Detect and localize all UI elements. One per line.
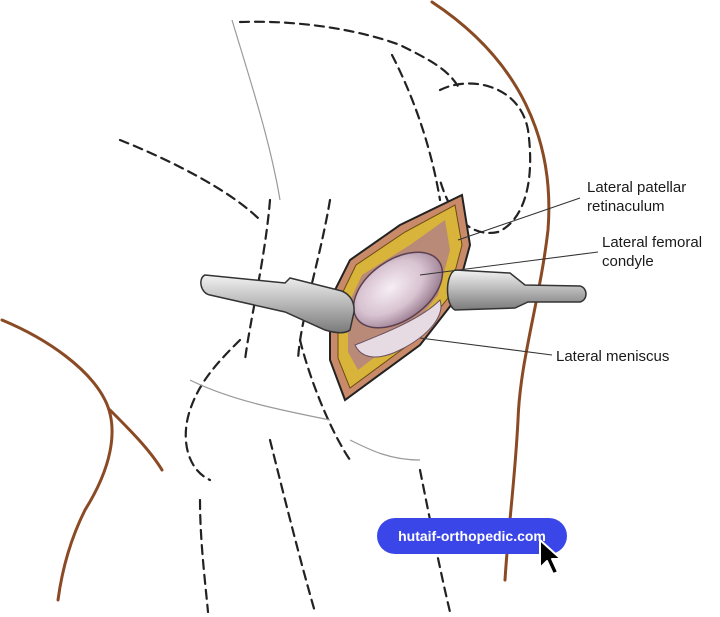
leader-meniscus bbox=[419, 337, 553, 356]
thin-outlines bbox=[189, 19, 421, 461]
right-retractor bbox=[446, 269, 587, 311]
label-lateral-patellar-retinaculum: Lateral patellar retinaculum bbox=[587, 179, 687, 215]
lateral-femoral-condyle bbox=[352, 251, 444, 329]
watermark-link[interactable]: hutaif-orthopedic.com bbox=[377, 518, 567, 554]
left-retractor bbox=[200, 274, 355, 334]
leader-condyle bbox=[419, 251, 599, 276]
incision-window bbox=[329, 193, 472, 402]
label-lateral-meniscus: Lateral meniscus bbox=[556, 348, 670, 365]
mouse-pointer-icon bbox=[539, 539, 562, 575]
lateral-meniscus-shape bbox=[354, 299, 442, 358]
label-lateral-femoral-condyle: Lateral femoral condyle bbox=[602, 234, 703, 270]
leader-lines bbox=[419, 197, 599, 356]
leader-retinaculum bbox=[457, 197, 581, 241]
